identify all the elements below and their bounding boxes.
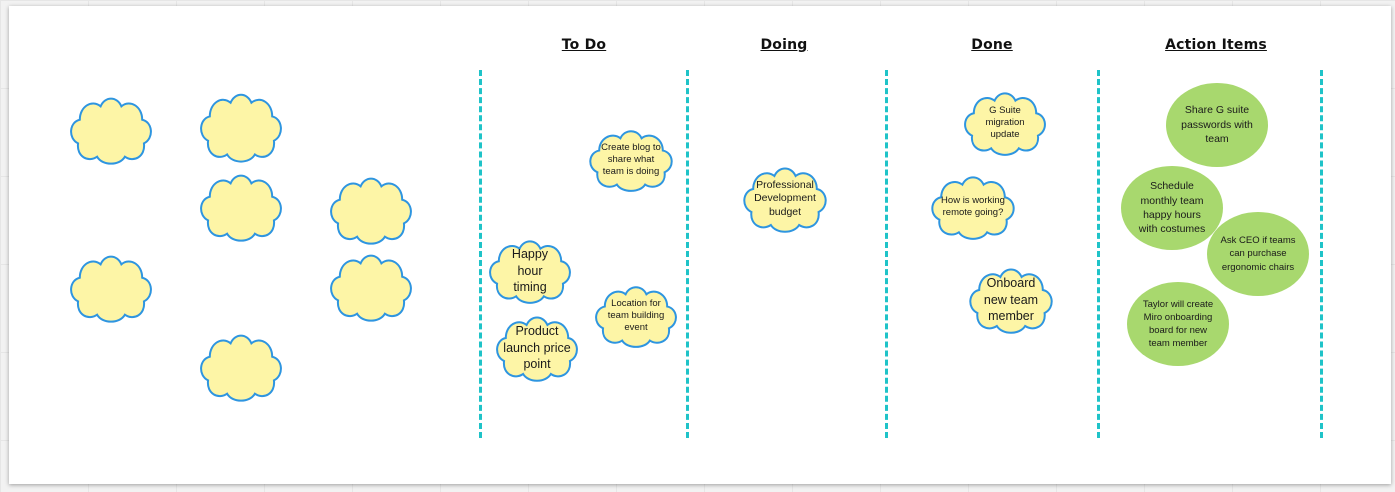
column-divider: [479, 70, 482, 438]
cloud-shape: [953, 88, 1057, 158]
blank-cloud-sticky[interactable]: [189, 170, 293, 244]
cloud-shape: [59, 93, 163, 167]
blank-cloud-sticky[interactable]: [319, 173, 423, 247]
blank-cloud-sticky[interactable]: [59, 93, 163, 167]
note-text: Product launch price point: [503, 323, 571, 372]
blank-cloud-sticky[interactable]: [189, 330, 293, 404]
column-divider: [885, 70, 888, 438]
action-item-share-passwords[interactable]: Share G suite passwords with team: [1166, 83, 1268, 167]
todo-note-launch[interactable]: Product launch price point: [485, 312, 589, 384]
done-note-remote[interactable]: How is working remote going?: [920, 172, 1026, 242]
note-text: Onboard new team member: [983, 276, 1039, 324]
cloud-shape: [578, 126, 684, 194]
blank-cloud-sticky[interactable]: [189, 89, 293, 165]
action-item-text: Schedule monthly team happy hours with c…: [1138, 180, 1206, 236]
action-item-taylor-onboarding[interactable]: Taylor will create Miro onboarding board…: [1127, 282, 1229, 366]
column-heading-doing: Doing: [760, 37, 808, 53]
cloud-shape: [189, 170, 293, 244]
cloud-shape: [319, 173, 423, 247]
action-item-schedule-happy-hours[interactable]: Schedule monthly team happy hours with c…: [1121, 166, 1223, 250]
cloud-shape: [189, 330, 293, 404]
todo-note-happy-hour[interactable]: Happy hour timing: [478, 236, 582, 306]
cloud-shape: [958, 264, 1064, 336]
column-heading-done: Done: [971, 37, 1013, 53]
blank-cloud-sticky[interactable]: [319, 250, 423, 324]
action-item-text: Ask CEO if teams can purchase ergonomic …: [1220, 235, 1296, 273]
doing-note-professional-development[interactable]: Professional Development budget: [732, 163, 838, 235]
done-note-onboard[interactable]: Onboard new team member: [958, 264, 1064, 336]
cloud-shape: [189, 89, 293, 165]
action-item-text: Share G suite passwords with team: [1181, 104, 1253, 146]
note-text: G Suite migration update: [985, 104, 1025, 141]
note-text: Happy hour timing: [511, 246, 549, 295]
cloud-shape: [478, 236, 582, 306]
column-divider: [1097, 70, 1100, 438]
cloud-shape: [732, 163, 838, 235]
cloud-shape: [319, 250, 423, 324]
done-note-gsuite[interactable]: G Suite migration update: [953, 88, 1057, 158]
blank-cloud-sticky[interactable]: [59, 251, 163, 325]
note-text: Location for team building event: [607, 297, 665, 334]
todo-note-blog[interactable]: Create blog to share what team is doing: [578, 126, 684, 194]
column-divider: [1320, 70, 1323, 438]
action-item-ask-ceo[interactable]: Ask CEO if teams can purchase ergonomic …: [1207, 212, 1309, 296]
column-divider: [686, 70, 689, 438]
note-text: Professional Development budget: [754, 178, 816, 218]
cloud-shape: [584, 282, 688, 350]
action-item-text: Taylor will create Miro onboarding board…: [1142, 298, 1214, 350]
note-text: How is working remote going?: [941, 194, 1005, 218]
column-heading-action-items: Action Items: [1165, 37, 1267, 53]
cloud-shape: [59, 251, 163, 325]
todo-note-location[interactable]: Location for team building event: [584, 282, 688, 350]
cloud-shape: [920, 172, 1026, 242]
cloud-shape: [485, 312, 589, 384]
column-heading-todo: To Do: [561, 37, 607, 53]
note-text: Create blog to share what team is doing: [601, 141, 661, 178]
whiteboard-canvas[interactable]: To Do Doing Done Action Items Create blo…: [9, 6, 1391, 484]
